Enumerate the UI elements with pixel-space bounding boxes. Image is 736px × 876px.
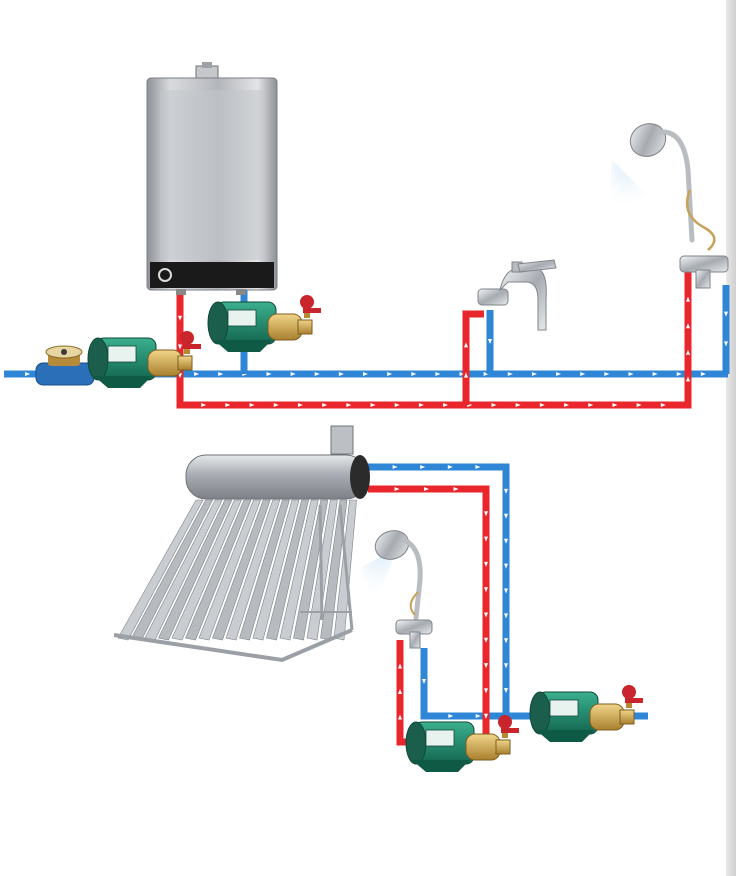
booster-pump-icon: [208, 295, 321, 352]
cold-water-pipe: [424, 648, 506, 716]
booster-pump-icon: [406, 715, 519, 772]
solar-water-heater-icon: [114, 426, 370, 660]
water-meter-icon: [36, 346, 94, 385]
booster-pump-icon: [530, 685, 643, 742]
booster-pump-icon: [88, 331, 201, 388]
shower-head-icon: [608, 118, 728, 288]
hot-water-pipe: [466, 314, 484, 405]
gas-water-heater-icon: [147, 62, 277, 295]
cold-water-pipe: [368, 467, 648, 716]
shower-head-icon: [360, 526, 432, 648]
